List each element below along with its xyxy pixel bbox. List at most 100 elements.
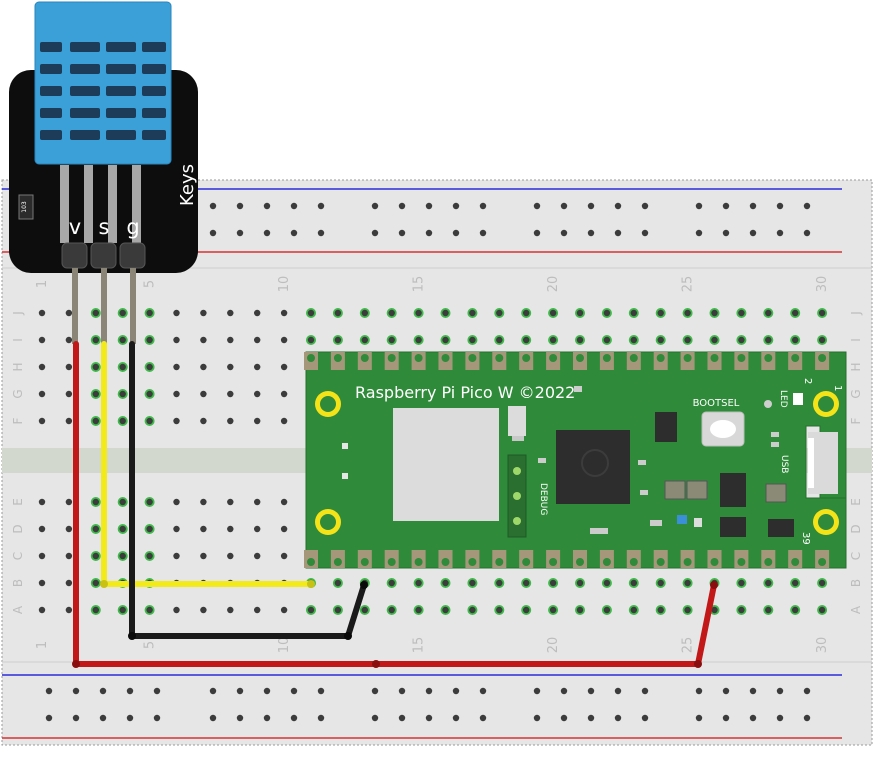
pico-antenna-connector xyxy=(508,406,526,436)
breadboard-hole xyxy=(307,309,315,317)
breadboard-rail-hole xyxy=(587,714,595,722)
breadboard-hole xyxy=(146,309,153,317)
breadboard-rail-hole xyxy=(209,714,217,722)
row-letter: D xyxy=(11,524,25,533)
breadboard-hole xyxy=(818,606,826,614)
breadboard-hole xyxy=(200,336,207,344)
breadboard-hole xyxy=(496,579,503,587)
breadboard-rail-hole xyxy=(45,687,53,695)
breadboard-rail-hole xyxy=(560,687,568,695)
pico-usb-label: USB xyxy=(779,455,789,473)
breadboard-hole xyxy=(254,606,261,614)
row-letter: I xyxy=(849,338,863,342)
breadboard-hole xyxy=(38,390,46,398)
breadboard-rail-hole xyxy=(290,229,298,237)
breadboard-rail-hole xyxy=(749,687,757,695)
breadboard-hole xyxy=(792,309,799,317)
breadboard-hole xyxy=(65,309,73,317)
breadboard-rail-hole xyxy=(776,714,784,722)
breadboard-rail-hole xyxy=(641,714,649,722)
breadboard-hole xyxy=(65,525,73,533)
column-number: 30 xyxy=(815,637,830,654)
breadboard-hole xyxy=(523,579,530,587)
breadboard-hole xyxy=(334,579,342,587)
breadboard-hole xyxy=(603,336,611,344)
breadboard-hole xyxy=(254,498,261,506)
pico-led-label: LED xyxy=(778,390,788,408)
breadboard-hole xyxy=(818,579,826,587)
breadboard-hole xyxy=(280,525,288,533)
breadboard-rail-hole xyxy=(317,229,325,237)
breadboard-rail-hole xyxy=(236,229,244,237)
pico-pins-bottom xyxy=(304,550,830,568)
breadboard-hole xyxy=(173,498,180,506)
breadboard-hole xyxy=(792,336,799,344)
breadboard-hole xyxy=(630,309,637,317)
sensor-cover-slot xyxy=(106,108,136,118)
pico-debug-label: DEBUG xyxy=(538,483,548,515)
pico-bootsel-label: BOOTSEL xyxy=(693,398,740,409)
breadboard-hole xyxy=(146,417,153,425)
breadboard-hole xyxy=(576,579,584,587)
breadboard-hole xyxy=(119,552,126,560)
breadboard-hole xyxy=(280,552,288,560)
column-number: 1 xyxy=(35,641,50,649)
pico-rp2040-chip xyxy=(556,430,630,504)
breadboard-rail-hole xyxy=(425,714,433,722)
breadboard-hole xyxy=(38,606,46,614)
breadboard-rail-hole xyxy=(641,202,649,210)
breadboard-hole xyxy=(65,363,73,371)
breadboard-hole xyxy=(119,363,126,371)
sensor-cover-slot xyxy=(106,42,136,52)
breadboard-hole xyxy=(388,579,395,587)
breadboard-hole xyxy=(442,336,449,344)
breadboard-rail-hole xyxy=(722,229,730,237)
sensor-cover-slot xyxy=(70,130,100,140)
breadboard-hole xyxy=(496,309,503,317)
wires xyxy=(72,341,718,668)
breadboard-hole xyxy=(549,579,557,587)
row-letter: A xyxy=(849,605,863,614)
sensor-cover-slot xyxy=(70,64,100,74)
sensor-name: Keys xyxy=(177,164,198,206)
breadboard-hole xyxy=(254,363,261,371)
breadboard-hole xyxy=(818,309,826,317)
breadboard-hole xyxy=(684,336,691,344)
breadboard-hole xyxy=(92,606,100,614)
breadboard-hole xyxy=(496,606,503,614)
column-number: 30 xyxy=(815,276,830,293)
breadboard-rail-hole xyxy=(317,202,325,210)
breadboard-rail-hole xyxy=(398,202,406,210)
row-letter: I xyxy=(11,338,25,342)
breadboard-hole xyxy=(227,363,234,371)
breadboard-hole xyxy=(280,363,288,371)
column-number: 5 xyxy=(143,280,158,288)
sensor-cover-slot xyxy=(40,64,62,74)
breadboard-hole xyxy=(334,336,342,344)
breadboard-hole xyxy=(684,309,691,317)
breadboard-hole xyxy=(38,309,46,317)
breadboard-rail-hole xyxy=(45,714,53,722)
column-number: 10 xyxy=(277,276,292,293)
column-number: 10 xyxy=(277,637,292,654)
breadboard-hole xyxy=(200,309,207,317)
breadboard-hole xyxy=(549,336,557,344)
breadboard-rail-hole xyxy=(479,229,487,237)
pico-led xyxy=(764,400,772,408)
sensor-cover-slot xyxy=(142,108,166,118)
pico-pin-number-2: 2 xyxy=(802,378,813,384)
breadboard-hole xyxy=(523,606,530,614)
breadboard-hole xyxy=(65,552,73,560)
breadboard-hole xyxy=(684,579,691,587)
breadboard-hole xyxy=(523,336,530,344)
breadboard-hole xyxy=(792,606,799,614)
breadboard-hole xyxy=(38,417,46,425)
breadboard-rail-hole xyxy=(209,202,217,210)
breadboard-rail-hole xyxy=(749,714,757,722)
breadboard-rail-hole xyxy=(641,229,649,237)
breadboard-rail-hole xyxy=(398,687,406,695)
pico-wireless-module xyxy=(393,408,499,521)
breadboard-hole xyxy=(738,606,745,614)
